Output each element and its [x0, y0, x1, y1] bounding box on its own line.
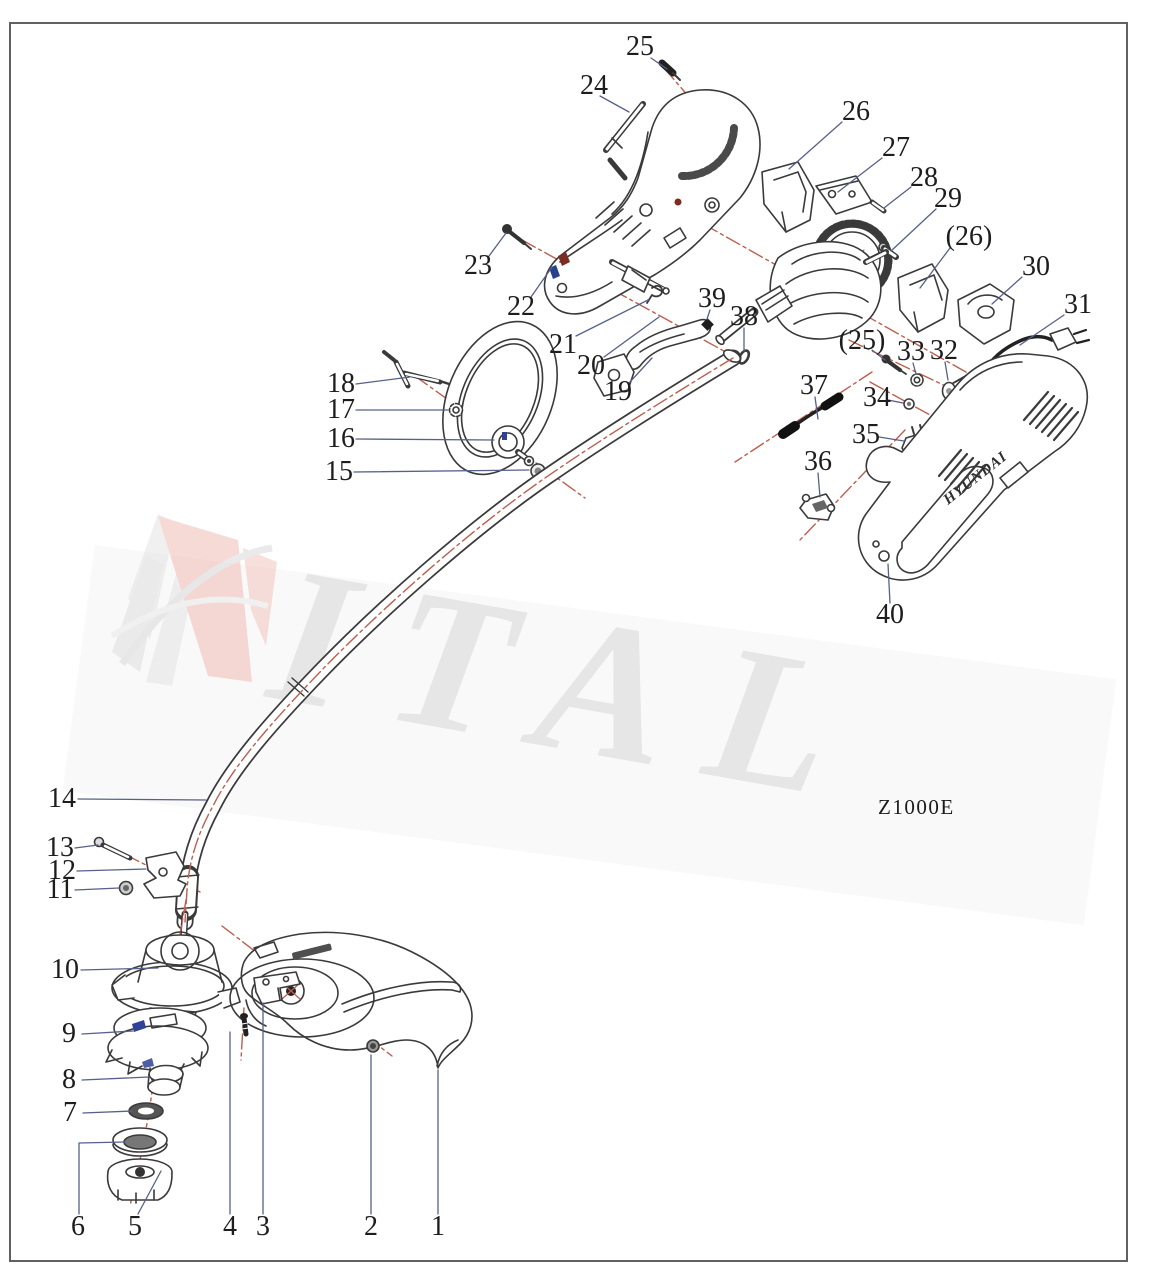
watermark-logo: [110, 514, 277, 686]
part-11-nut: [118, 880, 134, 896]
leader-line-35: [878, 436, 905, 442]
leader-line-20: [603, 316, 660, 358]
leader-line-12: [76, 868, 147, 872]
part-22-switch-bit: [549, 252, 570, 279]
part-26-brush-cover: [761, 161, 815, 233]
part-12-clamp: [143, 851, 187, 899]
leader-line-36: [817, 472, 821, 498]
part-24-rod: [603, 101, 646, 181]
leader-line-39: [706, 309, 711, 320]
part-19-trigger-lever: [593, 318, 712, 397]
part-33-nut: [910, 373, 924, 387]
part-26b-bracket: [897, 263, 949, 333]
leader-line-19: [628, 357, 653, 384]
part-3-bracket: [253, 971, 301, 1005]
leader-line-24: [599, 95, 630, 113]
leader-line-15: [353, 469, 530, 473]
leader-line-33: [912, 362, 917, 375]
leader-line-23: [488, 232, 507, 257]
part-27-plate: [815, 175, 873, 215]
part-13-screw: [93, 836, 133, 861]
part-30-clamp: [957, 283, 1015, 345]
leader-line-40: [887, 563, 891, 604]
page-border: [9, 22, 1128, 1262]
part-25b-screw: [881, 354, 907, 375]
leader-line-13: [74, 844, 99, 849]
leader-line-30: [991, 276, 1023, 305]
leader-line-37: [814, 396, 819, 420]
leader-line-31: [1019, 314, 1065, 346]
leader-lines: [74, 57, 1065, 1215]
leader-line-8: [81, 1076, 150, 1081]
leader-line-32: [944, 361, 949, 381]
part-40-lower-housing: HYUNDAI: [857, 353, 1088, 581]
part-5-spool-cap: [106, 1158, 173, 1204]
leader-line-9: [81, 1030, 134, 1035]
leader-line-16: [355, 438, 495, 441]
leader-line-7: [82, 1110, 133, 1114]
leader-line-26: [788, 121, 843, 170]
part-17-nut: [448, 402, 464, 418]
upper-housing: [543, 89, 761, 315]
part-16-loop-handle: [442, 320, 558, 476]
leader-line-34: [887, 399, 904, 404]
leader-line-10: [80, 967, 159, 971]
leader-line-21: [575, 299, 649, 337]
part-23-screw: [502, 224, 532, 250]
leader-line-29: [890, 208, 937, 252]
leader-line-28: [883, 186, 912, 209]
part-7-ring: [128, 1102, 164, 1120]
part-2-bolt: [366, 1039, 380, 1053]
part-14-shaft: [175, 349, 742, 976]
part-25-screw: [658, 59, 681, 81]
part-4-screw: [240, 1013, 249, 1037]
motor-armature: [715, 240, 889, 346]
leader-line-11: [74, 887, 120, 891]
part-8-spool: [147, 1064, 184, 1096]
leader-line-6: [78, 1141, 126, 1215]
part-28-pin: [869, 199, 887, 214]
leader-line-5: [137, 1170, 162, 1215]
part-34-washer: [903, 398, 915, 410]
leader-line-25: [650, 57, 668, 70]
leader-line-27: [837, 157, 883, 193]
leader-line-18: [355, 376, 411, 385]
leader-line-(25): [871, 349, 886, 361]
part-21-spring-pin: [646, 284, 663, 304]
leader-line-22: [530, 266, 553, 298]
part-36-switch: [799, 493, 836, 521]
part-10-gear-head: [111, 931, 241, 1027]
part-37-cable: [778, 392, 844, 439]
leader-line-14: [77, 798, 207, 801]
leader-line-(26): [919, 247, 951, 289]
model-code: Z1000E: [878, 795, 955, 819]
part-18-wing-bolt: [382, 350, 451, 389]
